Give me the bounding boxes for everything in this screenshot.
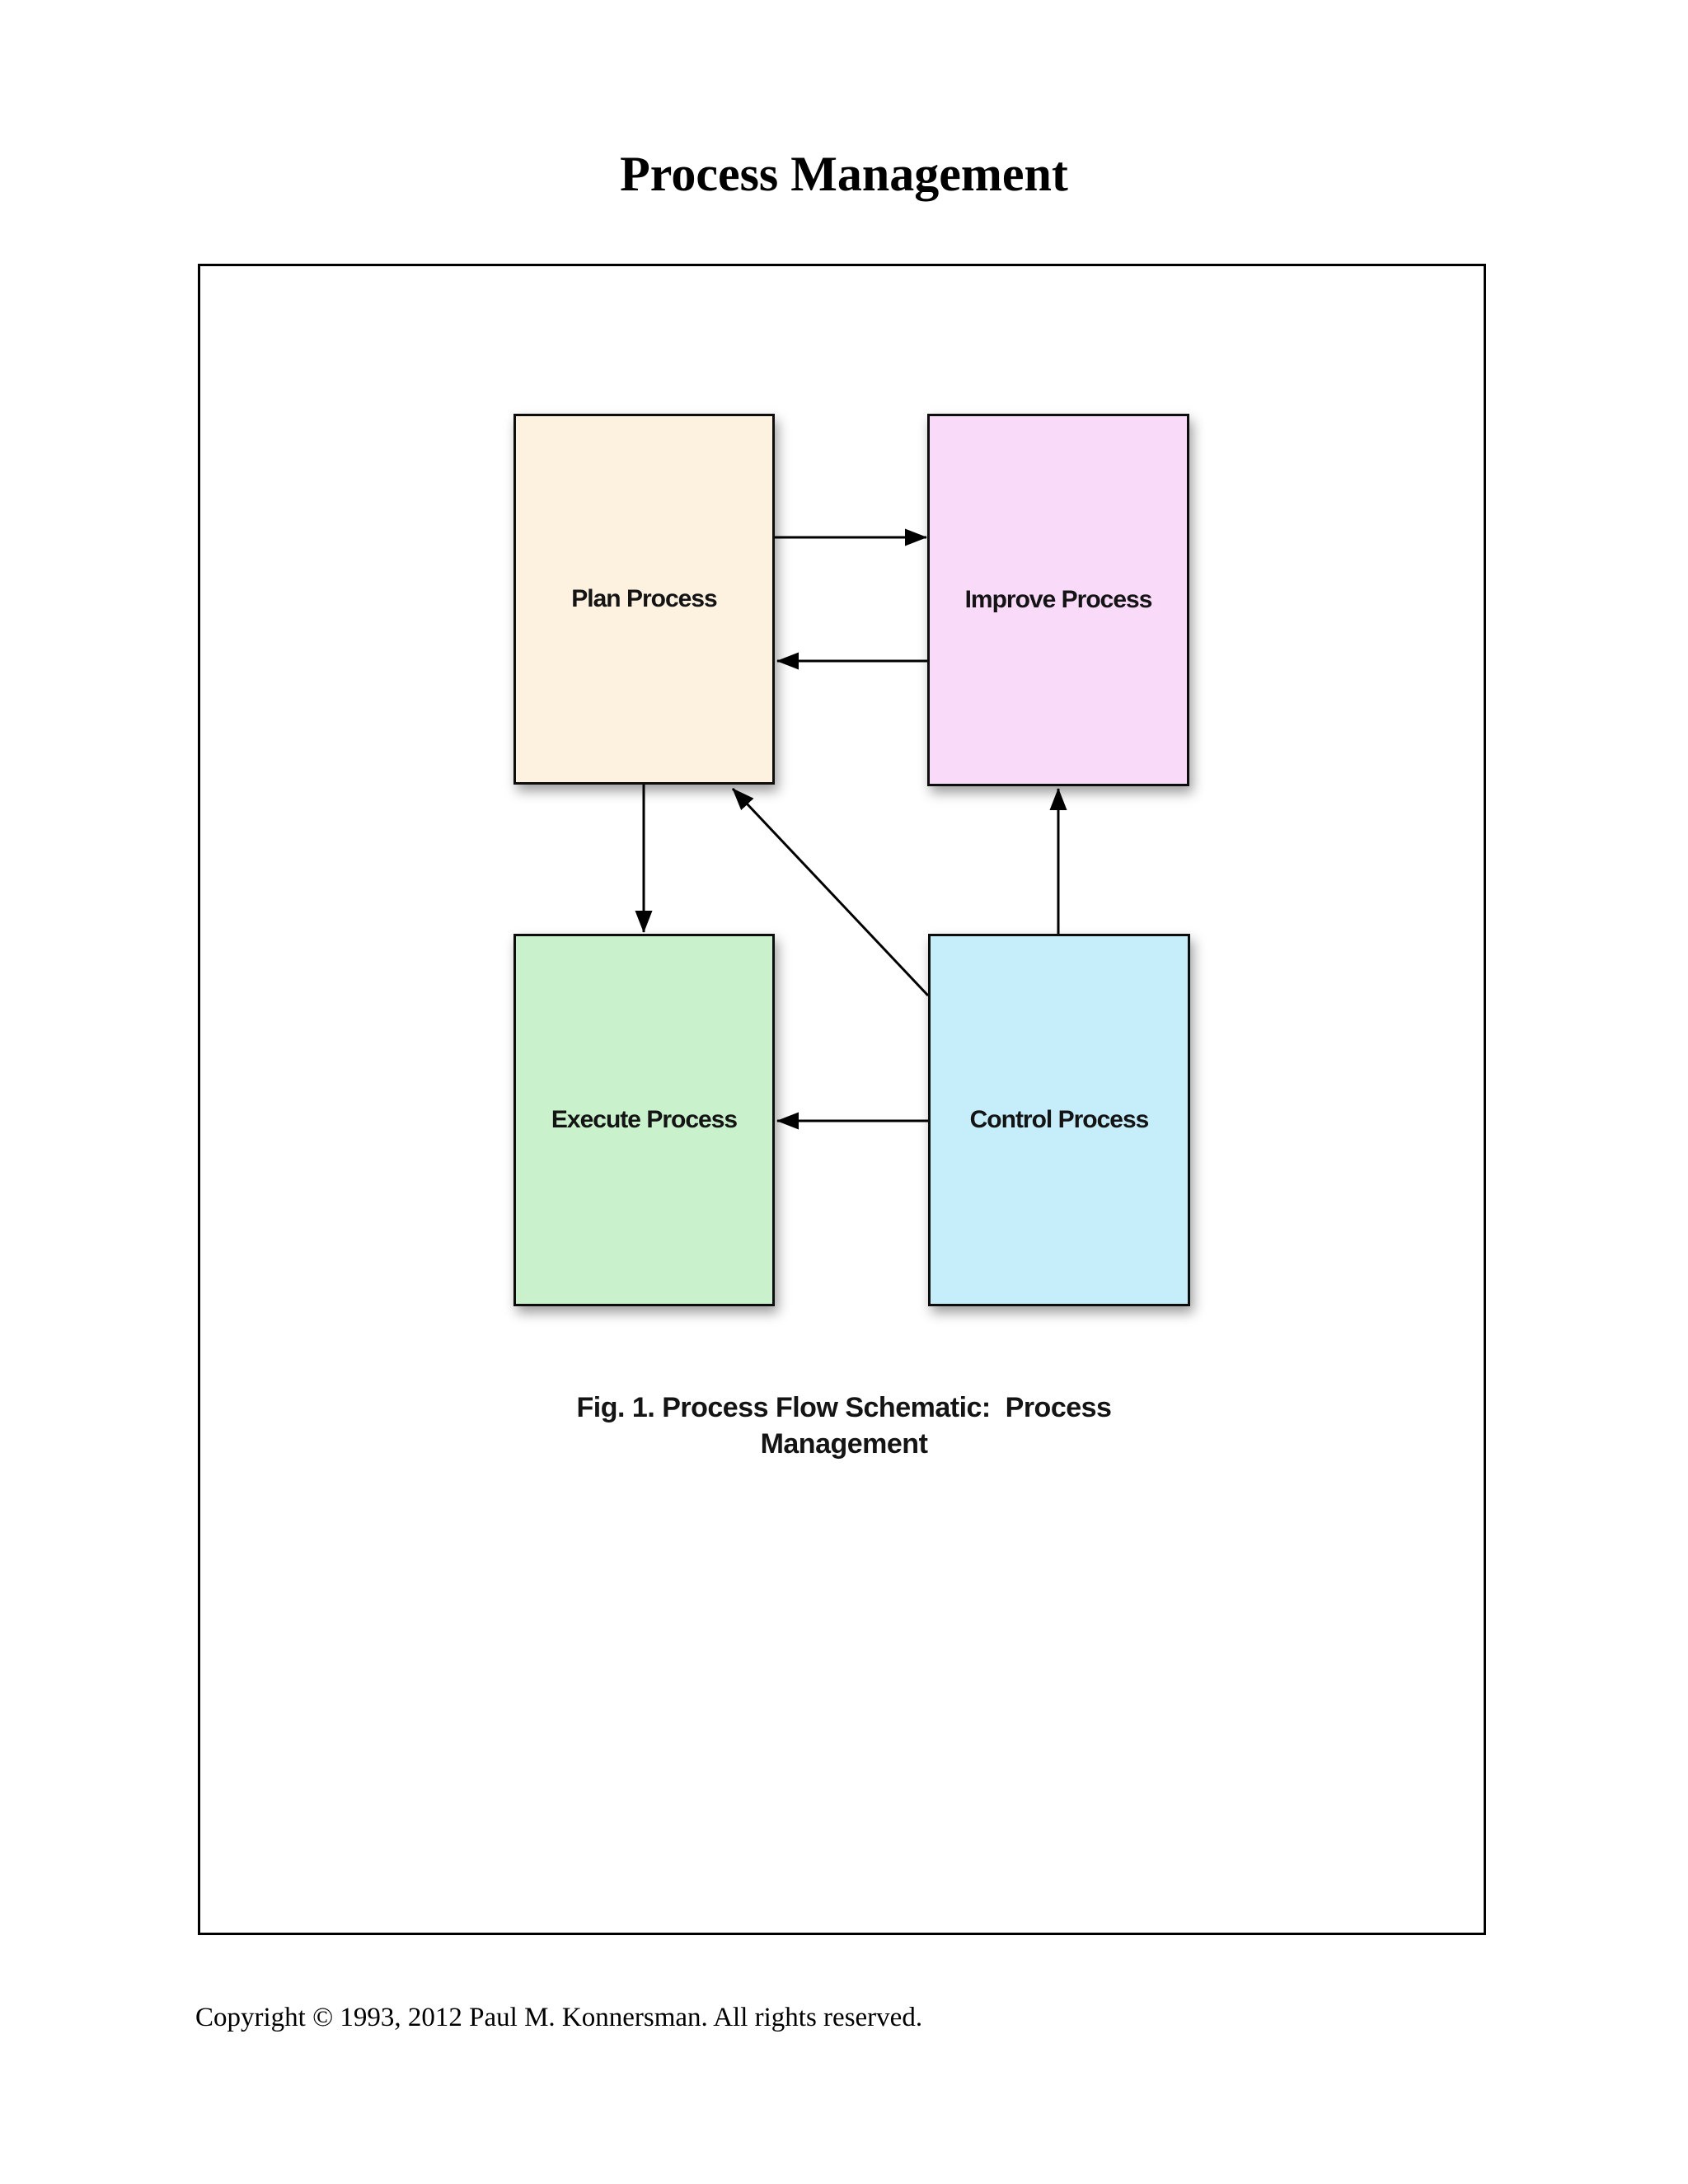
page-title: Process Management <box>620 147 1068 201</box>
node-control-process: Control Process <box>928 934 1190 1306</box>
diagram-frame <box>198 264 1486 1935</box>
node-improve-process-label: Improve Process <box>964 586 1153 613</box>
node-improve-process: Improve Process <box>927 414 1189 786</box>
node-plan-process-label: Plan Process <box>571 585 717 612</box>
figure-caption-line-2: Management <box>760 1428 928 1460</box>
figure-caption-line-1: Fig. 1. Process Flow Schematic: Process <box>576 1392 1112 1423</box>
figure-caption: Fig. 1. Process Flow Schematic: Process … <box>0 1390 1688 1462</box>
node-plan-process: Plan Process <box>513 414 775 785</box>
node-control-process-label: Control Process <box>969 1106 1150 1133</box>
copyright-text: Copyright © 1993, 2012 Paul M. Konnersma… <box>195 2003 923 2032</box>
node-execute-process-label: Execute Process <box>551 1106 738 1133</box>
node-execute-process: Execute Process <box>513 934 775 1306</box>
